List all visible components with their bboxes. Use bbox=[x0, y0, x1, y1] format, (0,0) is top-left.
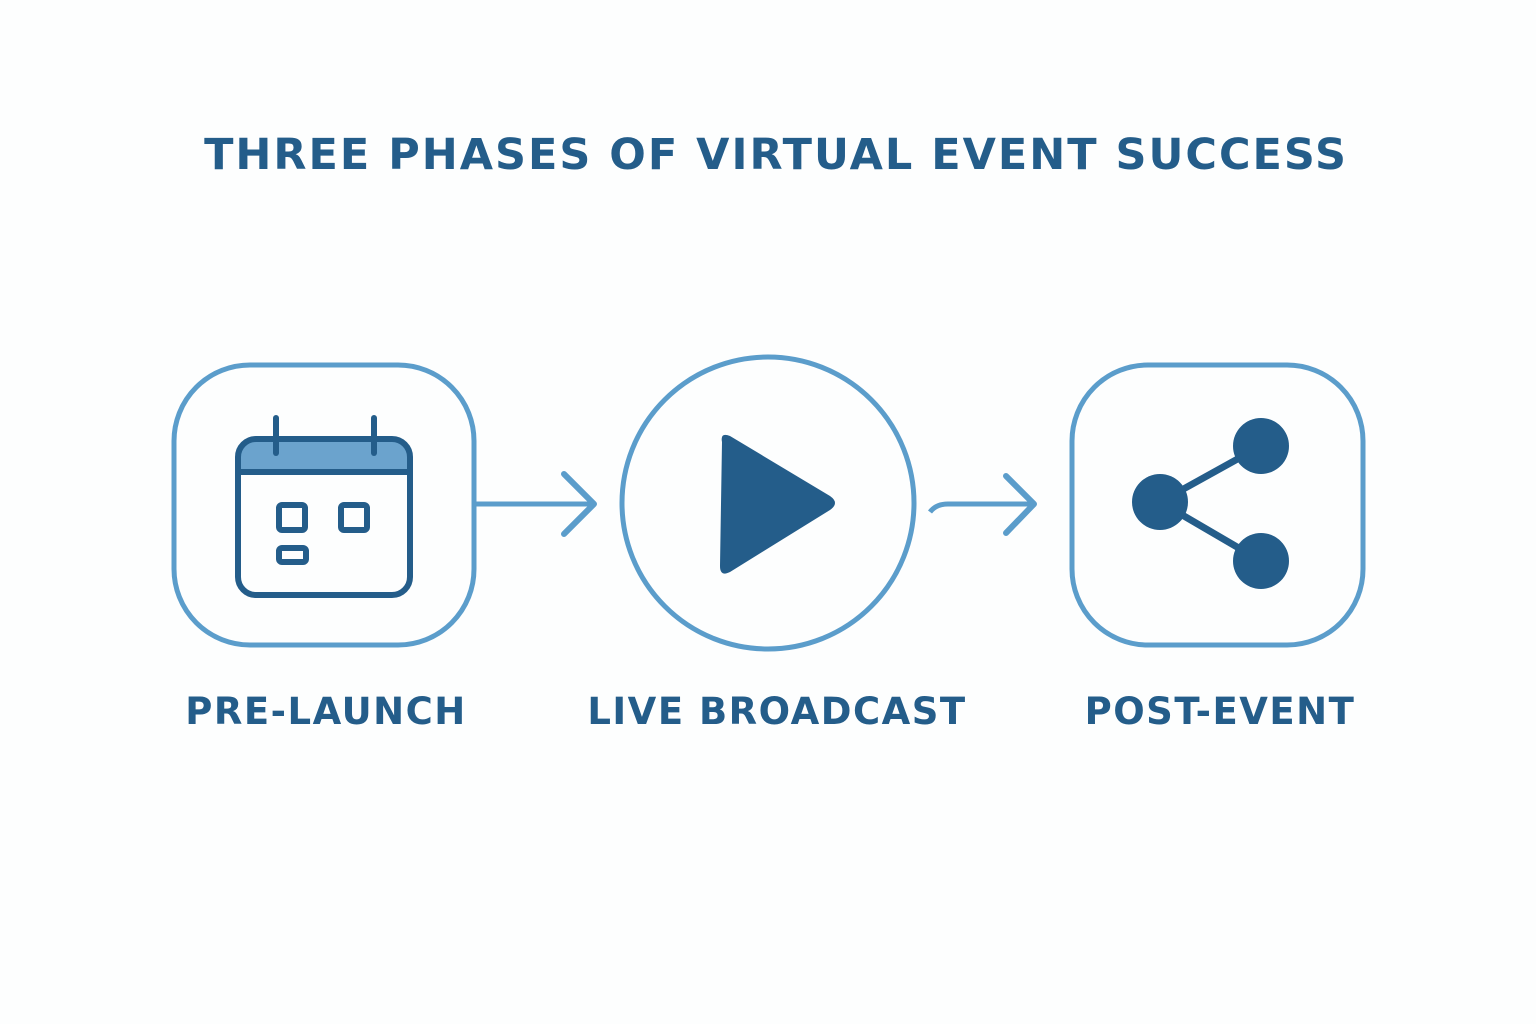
phase-live-broadcast: LIVE BROADCAST bbox=[587, 354, 966, 733]
phase-frame bbox=[619, 354, 917, 652]
arrow-icon bbox=[928, 473, 1037, 536]
phase-post-event: POST-EVENT bbox=[1069, 362, 1366, 733]
phase-label: LIVE BROADCAST bbox=[587, 690, 966, 733]
arrow-icon bbox=[476, 471, 597, 537]
play-icon bbox=[720, 434, 835, 574]
share-icon bbox=[1132, 418, 1289, 589]
phase-frame bbox=[1069, 362, 1366, 648]
phase-label: PRE-LAUNCH bbox=[185, 690, 466, 733]
phase-frame bbox=[171, 362, 477, 648]
calendar-icon bbox=[235, 415, 413, 598]
phase-pre-launch: PRE-LAUNCH bbox=[171, 362, 477, 733]
diagram-title: THREE PHASES OF VIRTUAL EVENT SUCCESS bbox=[204, 130, 1348, 180]
phase-label: POST-EVENT bbox=[1085, 690, 1356, 733]
